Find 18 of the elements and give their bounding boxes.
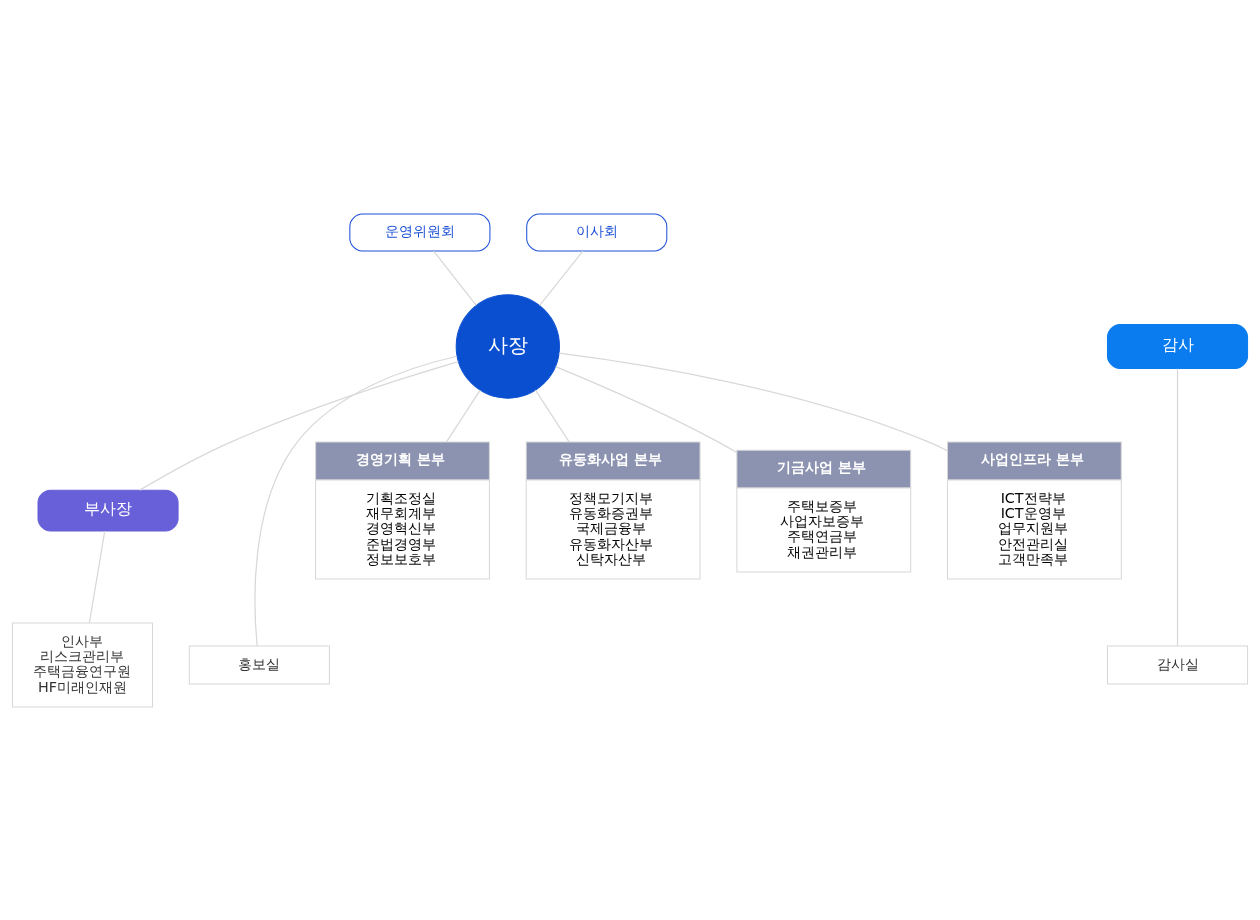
- connector: [558, 352, 949, 451]
- node-box: 감사실: [1106, 645, 1249, 684]
- connector: [534, 388, 570, 442]
- node-box: 이사회: [526, 213, 668, 251]
- node-box: 인사부 리스크관리부 주택금융연구원 HF미래인재원: [11, 622, 154, 707]
- connector: [433, 249, 477, 306]
- node-box: 감사: [1106, 323, 1249, 369]
- connector: [445, 388, 481, 442]
- connector: [539, 249, 584, 306]
- connector: [254, 355, 458, 647]
- connector: [1176, 367, 1179, 647]
- node-box: 홍보실: [188, 645, 330, 684]
- connector: [139, 360, 459, 491]
- node-box: 부사장: [37, 489, 179, 532]
- node-box: 운영위원회: [349, 213, 491, 251]
- connector: [555, 365, 738, 453]
- connector: [88, 530, 106, 624]
- node-circle: 사장: [455, 293, 560, 399]
